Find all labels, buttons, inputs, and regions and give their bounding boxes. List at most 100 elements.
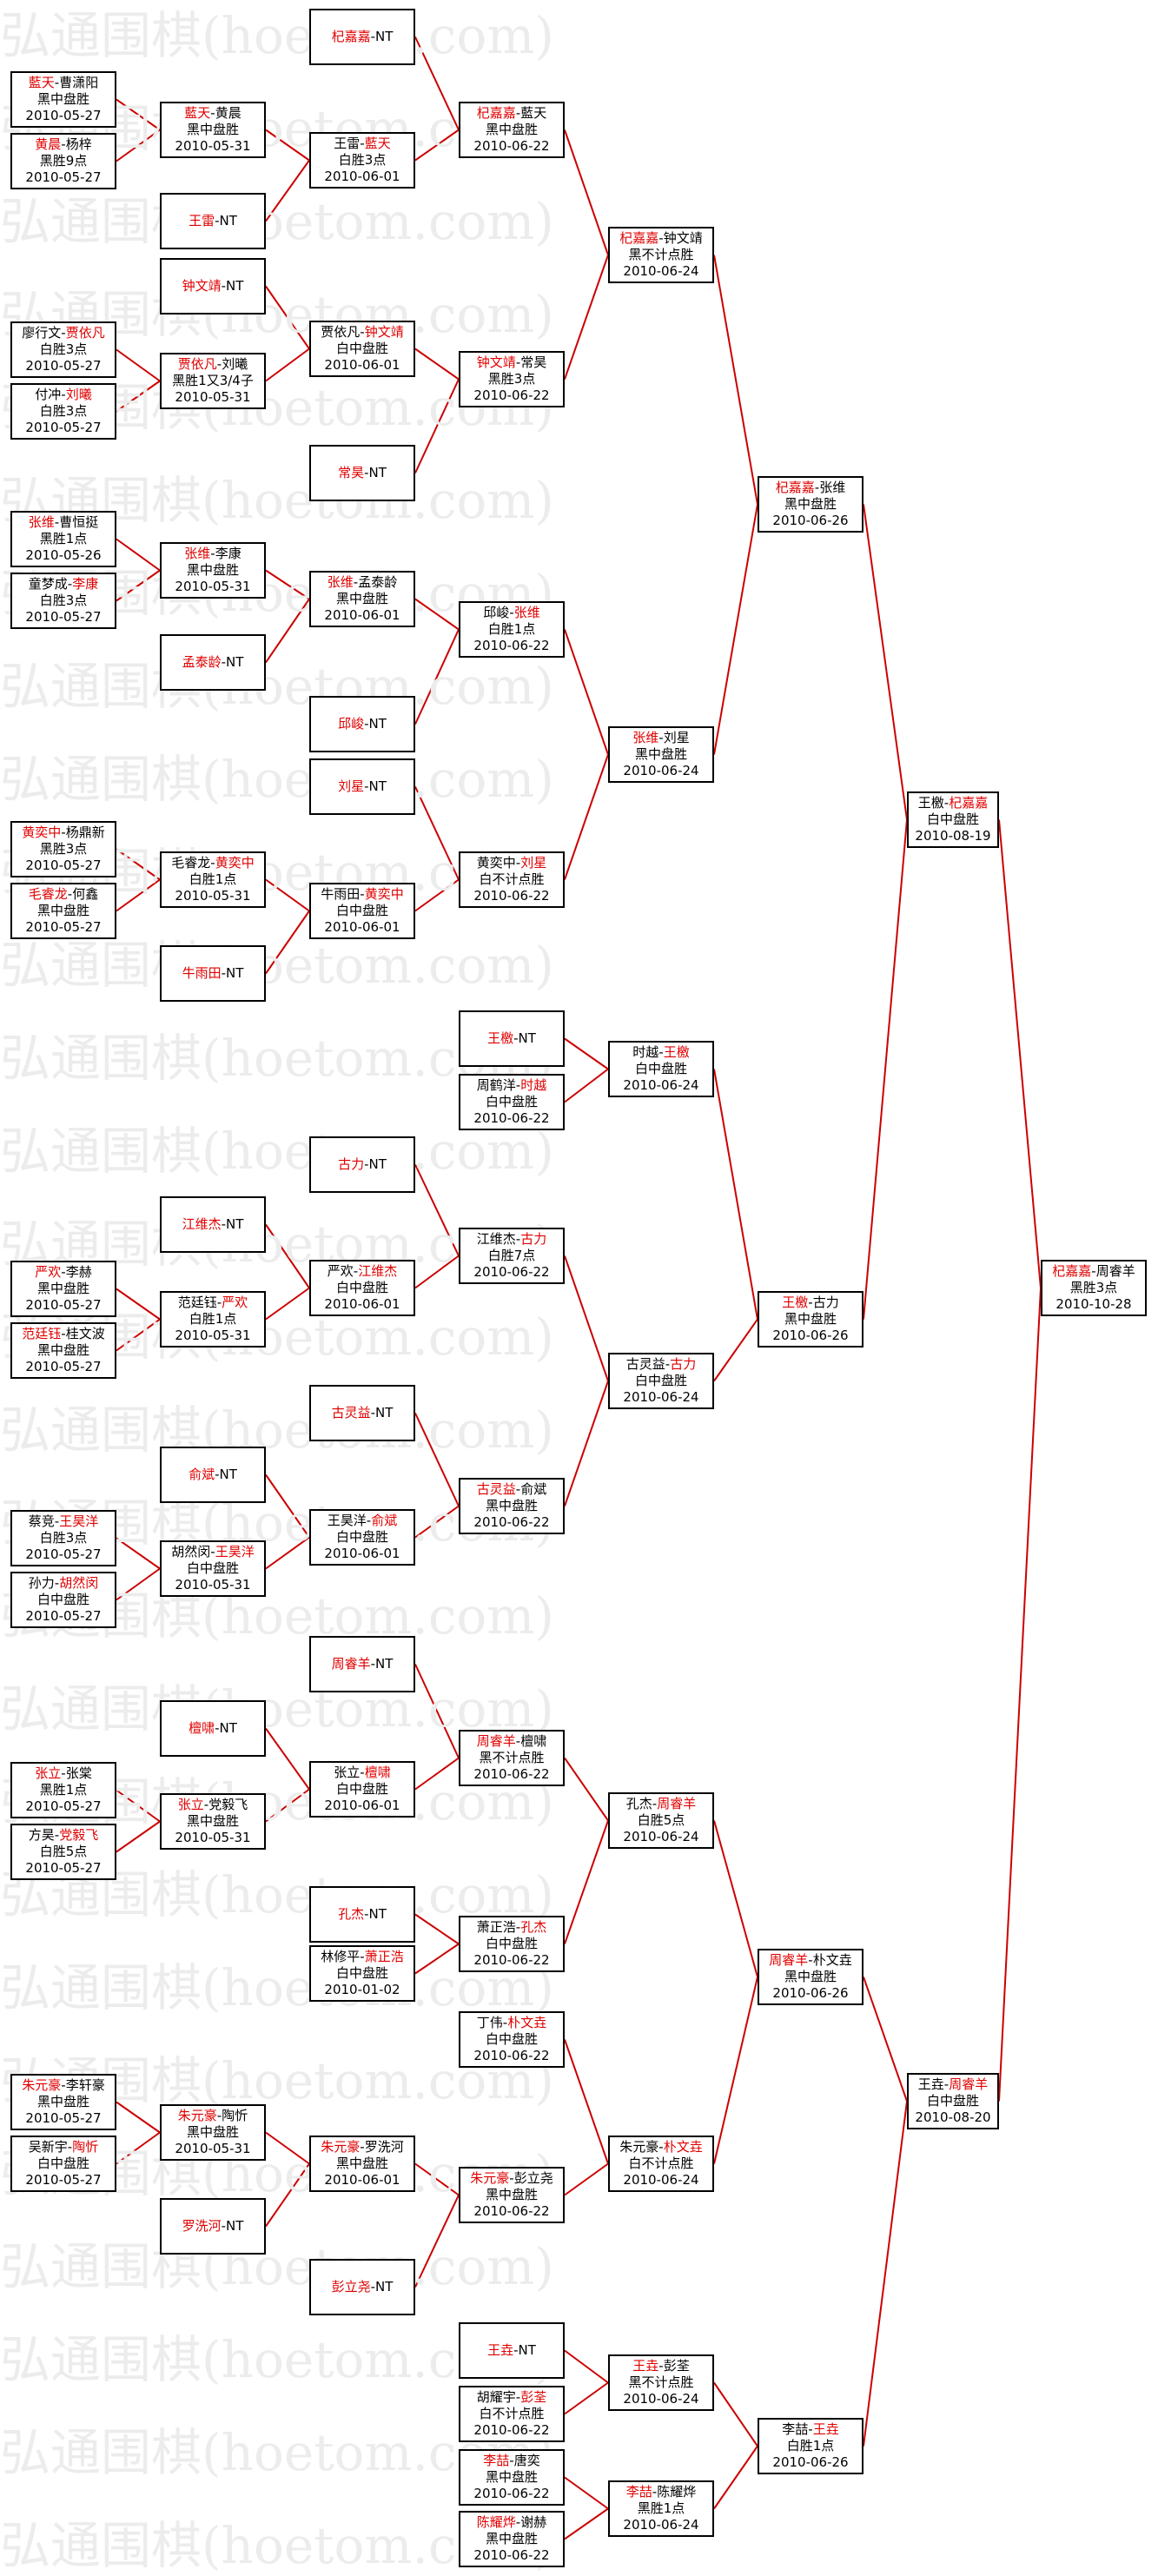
match-box[interactable]: 罗洗河-NT [160,2198,266,2255]
match-box[interactable]: 邱峻-NT [309,696,415,752]
match-box[interactable]: 古力-NT [309,1136,415,1193]
match-box[interactable]: 江维杰-NT [160,1196,266,1253]
match-result: 黑不计点胜 [479,1750,544,1766]
match-box[interactable]: 彭立尧-NT [309,2259,415,2315]
match-box[interactable]: 古灵益-NT [309,1385,415,1441]
match-box[interactable]: 檀啸-NT [160,1700,266,1757]
match-text: -NT [215,213,237,228]
match-result: 黑不计点胜 [628,247,693,263]
match-text: -NT [215,1720,237,1736]
match-date: 2010-05-27 [25,1608,101,1625]
match-text: 2010-06-26 [772,513,849,528]
match-text: 毛睿龙- [171,855,215,871]
match-box[interactable]: 俞斌-NT [160,1447,266,1503]
match-box[interactable]: 常昊-NT [309,445,415,501]
winner-name: 朱元豪 [177,2108,217,2123]
match-box[interactable]: 周睿羊-NT [309,1636,415,1692]
match-text: -唐奕 [509,2453,540,2468]
match-box[interactable]: 钟文靖-NT [160,258,266,315]
match-text: 黄奕中- [476,855,521,871]
match-box[interactable]: 刘星-NT [309,758,415,815]
match-box[interactable]: 王檄-NT [459,1010,565,1067]
match-text: 2010-06-24 [623,2517,699,2533]
match-text: 2010-05-27 [25,358,102,374]
match-box[interactable]: 杞嘉嘉-NT [309,9,415,65]
match-players: 付冲-刘曦 [35,387,91,403]
match-box[interactable]: 孔杰-NT [309,1886,415,1943]
match-box[interactable]: 王雷-NT [160,193,266,249]
match-box[interactable]: 王垚-NT [459,2322,565,2379]
match-text: 2010-06-22 [473,138,550,154]
connector-line [414,1164,460,1256]
match-box[interactable]: 牛雨田-NT [160,945,266,1002]
match-text: 黑胜1点 [39,531,88,546]
connector-line [116,98,161,131]
connector-line [116,1288,161,1321]
match-box[interactable]: 孟泰龄-NT [160,634,266,691]
